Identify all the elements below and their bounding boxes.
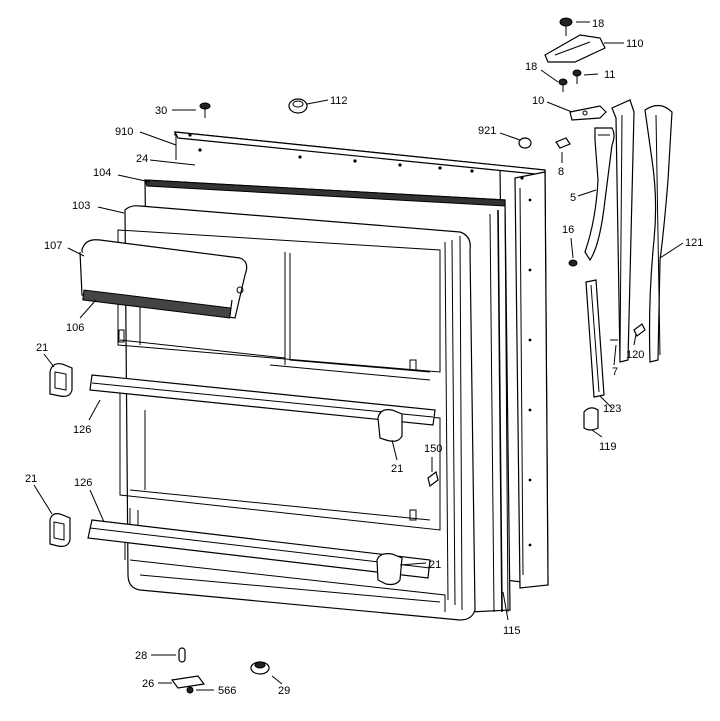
callout-21-c: 21 (25, 473, 37, 485)
callout-16: 16 (562, 224, 574, 236)
callout-104: 104 (93, 167, 111, 179)
callout-110: 110 (626, 38, 644, 50)
callout-120: 120 (626, 349, 644, 361)
nut-29 (250, 661, 270, 675)
screw-566 (186, 686, 194, 694)
callout-126-a: 126 (73, 424, 91, 436)
callout-8: 8 (558, 166, 564, 178)
callout-24: 24 (136, 153, 148, 165)
callout-7: 7 (612, 366, 618, 378)
hinge-cover-110 (544, 34, 606, 63)
callout-115: 115 (503, 625, 521, 637)
callout-10: 10 (532, 95, 544, 107)
dairy-compartment-door (79, 239, 248, 319)
screw-11 (572, 69, 582, 84)
screw-18-mid (558, 78, 568, 92)
callout-18-top: 18 (592, 18, 604, 30)
plug-921 (518, 137, 532, 149)
plug-112 (288, 98, 308, 114)
lower-door-shelf-bar (87, 519, 431, 579)
leader-lines (33, 21, 684, 691)
shelf-end-cap-4 (376, 553, 403, 586)
callout-119: 119 (599, 441, 617, 453)
upper-door-shelf-bar (89, 374, 436, 426)
callout-28: 28 (135, 650, 147, 662)
hinge-10 (569, 105, 607, 121)
shelf-end-cap-1 (49, 363, 73, 397)
hinge-bracket-5 (584, 127, 615, 262)
callout-123: 123 (603, 403, 621, 415)
screw-30 (199, 102, 211, 118)
callout-106: 106 (66, 322, 84, 334)
callout-21-d: 21 (429, 559, 441, 571)
handle-mounting-bar-7 (610, 99, 635, 363)
screw-18-top (559, 17, 573, 36)
callout-910: 910 (115, 126, 133, 138)
callout-30: 30 (155, 105, 167, 117)
callout-121: 121 (685, 237, 703, 249)
callout-107: 107 (44, 240, 62, 252)
door-handle-121 (644, 104, 673, 363)
callout-21-a: 21 (36, 342, 48, 354)
pin-28 (178, 647, 186, 663)
callout-921: 921 (478, 125, 496, 137)
callout-labels: 18 110 18 11 10 30 112 910 921 8 24 104 … (25, 18, 703, 697)
callout-29: 29 (278, 685, 290, 697)
callout-566: 566 (218, 685, 236, 697)
door-stop-150 (427, 470, 439, 488)
callout-5: 5 (570, 192, 576, 204)
screw-16 (568, 259, 578, 267)
callout-103: 103 (72, 200, 90, 212)
pin-8 (555, 137, 571, 149)
callout-11: 11 (604, 69, 615, 81)
callout-18-mid: 18 (525, 61, 537, 73)
bracket-26 (170, 675, 206, 689)
end-cap-119 (583, 407, 599, 431)
callout-126-b: 126 (74, 477, 92, 489)
shelf-end-cap-3 (377, 409, 403, 442)
door-outer-panel (173, 131, 549, 589)
shelf-end-cap-2 (49, 513, 71, 547)
callout-26: 26 (142, 678, 154, 690)
callout-21-b: 21 (391, 463, 403, 475)
callout-150: 150 (424, 443, 442, 455)
callout-112: 112 (330, 95, 348, 107)
handle-trim-123 (585, 279, 605, 398)
